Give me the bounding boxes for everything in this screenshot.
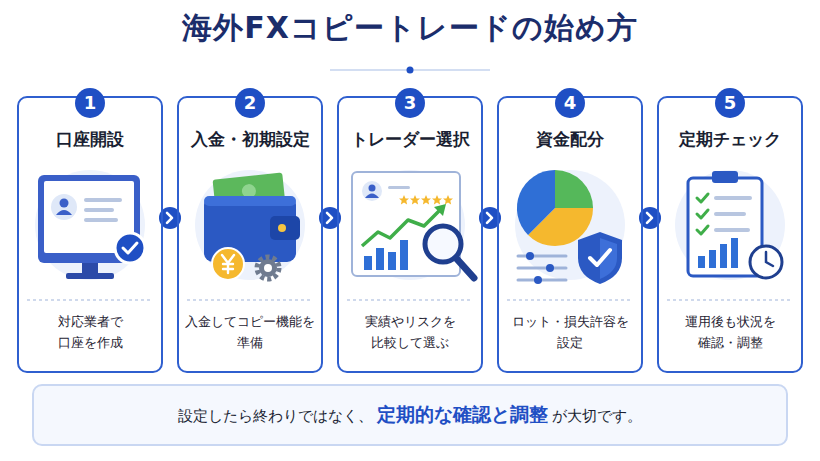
note-text: が大切です。 bbox=[552, 407, 642, 426]
step-title: 資金配分 bbox=[499, 128, 641, 151]
chart-illustration bbox=[352, 170, 474, 280]
yen-symbol bbox=[222, 255, 234, 273]
step-description: 実績やリスクを 比較して選ぶ bbox=[343, 312, 477, 354]
dividers bbox=[27, 299, 793, 300]
title-dot bbox=[407, 67, 414, 74]
step-title: トレーダー選択 bbox=[339, 128, 481, 151]
step-card: 3トレーダー選択実績やリスクを 比較して選ぶ bbox=[337, 96, 483, 373]
step-number: 2 bbox=[235, 88, 265, 118]
step-description: 運用後も状況を 確認・調整 bbox=[663, 312, 797, 354]
note-banner: 設定したら終わりではなく、定期的な確認と調整が大切です。 bbox=[32, 384, 788, 446]
wallet-illustration bbox=[195, 170, 305, 280]
step-description: 対応業者で 口座を作成 bbox=[23, 312, 157, 354]
step-description: 入金してコピー機能を 準備 bbox=[183, 312, 317, 354]
allocation-illustration bbox=[515, 170, 625, 284]
step-number: 3 bbox=[395, 88, 425, 118]
step-title: 定期チェック bbox=[659, 128, 801, 151]
diagram-title: 海外FXコピートレードの始め方 bbox=[0, 8, 820, 49]
step-card: 4資金配分ロット・損失許容を 設定 bbox=[497, 96, 643, 373]
checklist-illustration bbox=[675, 170, 785, 280]
monitor-illustration bbox=[35, 170, 145, 280]
step-card: 5定期チェック運用後も状況を 確認・調整 bbox=[657, 96, 803, 373]
emphasis-text: 定期的な確認と調整 bbox=[377, 402, 548, 428]
step-title: 入金・初期設定 bbox=[179, 128, 321, 151]
step-number: 1 bbox=[75, 88, 105, 118]
step-description: ロット・損失許容を 設定 bbox=[503, 312, 637, 354]
step-title: 口座開設 bbox=[19, 128, 161, 151]
step-card: 2入金・初期設定入金してコピー機能を 準備 bbox=[177, 96, 323, 373]
step-card: 1口座開設対応業者で 口座を作成 bbox=[17, 96, 163, 373]
note-text: 設定したら終わりではなく、 bbox=[178, 407, 373, 426]
step-number: 5 bbox=[715, 88, 745, 118]
step-number: 4 bbox=[555, 88, 585, 118]
